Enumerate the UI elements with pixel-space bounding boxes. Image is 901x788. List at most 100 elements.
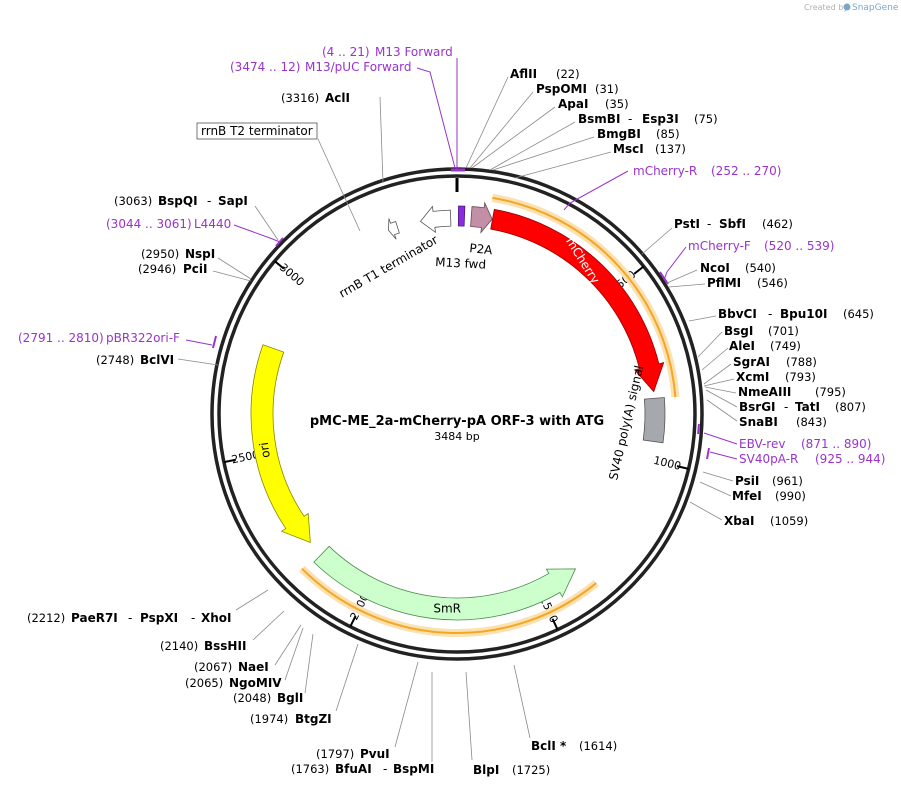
- svg-text:(22): (22): [556, 67, 580, 81]
- svg-text:PspXI: PspXI: [140, 611, 178, 625]
- svg-text:(645): (645): [843, 307, 874, 321]
- svg-text:-: -: [207, 194, 211, 208]
- enzyme-pspomi[interactable]: PspOMI(31): [536, 82, 619, 96]
- svg-text:-: -: [128, 611, 132, 625]
- rrnb-t2-label[interactable]: rrnB T2 terminator: [196, 122, 318, 140]
- feature-smr[interactable]: [313, 545, 577, 621]
- enzyme-msci[interactable]: MscI(137): [613, 142, 686, 156]
- svg-text:(788): (788): [786, 355, 817, 369]
- feature-sv40-polya[interactable]: [642, 397, 666, 444]
- svg-text:BclI *: BclI *: [531, 739, 567, 753]
- enzyme-bbvci-bpu10i[interactable]: BbvCI-Bpu10I(645): [718, 307, 874, 321]
- enzyme-bspqi-sapi[interactable]: (3063)BspQI-SapI: [114, 194, 248, 208]
- svg-text:SbfI: SbfI: [719, 217, 746, 231]
- primer-mcherry-f[interactable]: mCherry-F (520 .. 539): [659, 239, 834, 285]
- svg-text:(3063): (3063): [114, 194, 152, 208]
- enzyme-labels-left: (3316)AclI (3063)BspQI-SapI (2950)NspI (…: [27, 91, 434, 776]
- enzyme-acli[interactable]: (3316)AclI: [281, 91, 350, 105]
- label-smr: SmR: [433, 601, 461, 615]
- feature-m13-fwd[interactable]: [457, 205, 466, 227]
- enzyme-bcli[interactable]: BclI *(1614): [531, 739, 617, 753]
- enzyme-blpi[interactable]: BlpI(1725): [473, 763, 550, 777]
- svg-text:BclVI: BclVI: [140, 353, 174, 367]
- enzyme-bsrgi-tati[interactable]: BsrGI-TatI(807): [739, 400, 866, 414]
- primer-l4440[interactable]: (3044 .. 3061) L4440: [106, 217, 284, 247]
- enzyme-nmeaiii[interactable]: NmeAIII(795): [738, 385, 846, 399]
- enzyme-bsshii[interactable]: (2140) BssHII: [160, 639, 246, 653]
- svg-text:(1974): (1974): [250, 712, 288, 726]
- svg-text:AclI: AclI: [325, 91, 350, 105]
- svg-text:BlpI: BlpI: [473, 763, 499, 777]
- svg-text:(75): (75): [694, 112, 718, 126]
- svg-text:NcoI: NcoI: [700, 261, 730, 275]
- label-p2a: P2A: [469, 241, 494, 257]
- tick-label-3000: 3000: [277, 261, 307, 289]
- svg-text:NspI: NspI: [185, 247, 215, 261]
- svg-text:(1797): (1797): [316, 747, 354, 761]
- primer-sv40pa-r[interactable]: SV40pA-R (925 .. 944): [706, 447, 885, 466]
- svg-text:(540): (540): [745, 261, 776, 275]
- enzyme-mfei[interactable]: MfeI(990): [732, 489, 806, 503]
- enzyme-pcii[interactable]: (2946)PciI: [138, 262, 208, 276]
- backbone-inner: [217, 174, 697, 654]
- primer-ebv-rev[interactable]: EBV-rev (871 .. 890): [697, 423, 871, 451]
- svg-text:BssHII: BssHII: [204, 639, 246, 653]
- primer-name: pBR322ori-F: [106, 331, 180, 345]
- enzyme-xcmi[interactable]: XcmI(793): [736, 370, 816, 384]
- enzyme-paer7i-pspxi-xhoi[interactable]: (2212)PaeR7I-PspXI-XhoI: [27, 611, 232, 625]
- enzyme-ngomiv[interactable]: (2065)NgoMIV: [185, 676, 282, 690]
- svg-text:AflII: AflII: [510, 67, 537, 81]
- enzyme-bclvi[interactable]: (2748)BclVI: [96, 353, 174, 367]
- enzyme-bgli[interactable]: (2048)BglI: [233, 691, 303, 705]
- feature-rrnb-t2[interactable]: [388, 218, 400, 240]
- svg-text:PciI: PciI: [183, 262, 208, 276]
- enzyme-snabi[interactable]: SnaBI(843): [739, 415, 827, 429]
- enzyme-sgrai[interactable]: SgrAI(788): [733, 355, 817, 369]
- primer-m13-puc-forward[interactable]: (3474 .. 12) M13/pUC Forward: [230, 60, 456, 169]
- svg-text:BspQI: BspQI: [158, 194, 198, 208]
- svg-text:NaeI: NaeI: [238, 660, 269, 674]
- svg-text:(137): (137): [655, 142, 686, 156]
- enzyme-aflii[interactable]: AflII (22): [510, 67, 580, 81]
- svg-text:(1059): (1059): [770, 514, 808, 528]
- svg-text:(807): (807): [835, 400, 866, 414]
- enzyme-psti-sbfi[interactable]: PstI-SbfI(462): [674, 217, 793, 231]
- enzyme-xbai[interactable]: XbaI(1059): [724, 514, 808, 528]
- enzyme-ncoi[interactable]: NcoI (540): [700, 261, 776, 275]
- svg-text:ApaI: ApaI: [558, 97, 588, 111]
- feature-rrnb-t1[interactable]: [419, 205, 452, 234]
- enzyme-naei[interactable]: (2067)NaeI: [194, 660, 269, 674]
- primer-m13-forward[interactable]: (4 .. 21) M13 Forward: [322, 45, 465, 172]
- svg-text:BtgZI: BtgZI: [295, 712, 332, 726]
- svg-text:NgoMIV: NgoMIV: [229, 676, 282, 690]
- enzyme-psii[interactable]: PsiI(961): [735, 474, 803, 488]
- tick-2500: [223, 458, 236, 464]
- svg-text:(2140): (2140): [160, 639, 198, 653]
- primer-pbr322ori-f[interactable]: (2791 .. 2810) pBR322ori-F: [18, 331, 217, 349]
- svg-text:(546): (546): [757, 276, 788, 290]
- highlights-layer: [299, 193, 680, 637]
- enzyme-nspi[interactable]: (2950)NspI: [141, 247, 215, 261]
- feature-p2a[interactable]: [470, 201, 493, 234]
- feature-ori[interactable]: [250, 344, 311, 544]
- svg-text:-: -: [383, 762, 387, 776]
- primer-range: (520 .. 539): [764, 239, 834, 253]
- enzyme-bfuai-bspmi[interactable]: (1763)BfuAI-BspMI: [291, 762, 434, 776]
- primer-name: M13/pUC Forward: [305, 60, 412, 74]
- primer-range: (925 .. 944): [815, 452, 885, 466]
- feature-mcherry[interactable]: [490, 208, 665, 393]
- enzyme-bsgi[interactable]: BsgI(701): [724, 324, 799, 338]
- enzyme-bmgbi[interactable]: BmgBI(85): [597, 127, 680, 141]
- svg-text:(1763): (1763): [291, 762, 329, 776]
- enzyme-bsmbi-esp3i[interactable]: BsmBI-Esp3I(75): [578, 112, 718, 126]
- svg-text:XcmI: XcmI: [736, 370, 769, 384]
- enzyme-pvui[interactable]: (1797)PvuI: [316, 747, 390, 761]
- enzyme-btgzi[interactable]: (1974) BtgZI: [250, 712, 332, 726]
- svg-text:MfeI: MfeI: [732, 489, 762, 503]
- enzyme-apai[interactable]: ApaI(35): [558, 97, 629, 111]
- enzyme-pflmi[interactable]: PflMI(546): [707, 276, 788, 290]
- enzyme-alei[interactable]: AleI(749): [729, 339, 801, 353]
- primer-range: (3044 .. 3061): [106, 217, 192, 231]
- primer-mcherry-r[interactable]: mCherry-R (252 .. 270): [563, 164, 781, 211]
